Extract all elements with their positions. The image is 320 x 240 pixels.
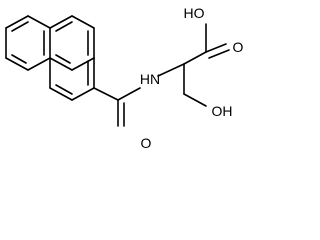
bond [183,93,207,107]
double-bond-inner [55,84,73,95]
naphthalene-ring [5,15,95,101]
bond [5,57,29,71]
double-bond-inner [208,49,230,59]
amide-nitrogen-label: HN [140,71,160,87]
bond [49,15,73,29]
bond [49,57,73,71]
carboxyl-hydroxyl-label: HO [184,5,205,21]
double-bond-inner [55,54,71,64]
bond [117,87,141,101]
bond [71,15,95,29]
double-bond-inner [55,21,73,32]
double-bond-inner [11,21,29,32]
bond [27,57,51,71]
bond [27,15,51,29]
structure-diagram: HO O HN O OH [5,5,244,151]
bond [71,87,95,101]
bond [71,57,95,71]
molecule-canvas: HO O HN O OH [5,5,244,151]
bond [49,87,73,101]
double-bond-inner [11,54,27,64]
bond [183,51,207,65]
bond [93,87,119,101]
bond [5,15,29,29]
amide-oxygen-label: O [141,135,152,151]
bond [205,43,227,53]
carboxyl-oxygen-label: O [233,39,244,55]
bond [157,63,185,77]
amide-group [93,63,185,127]
serine-backbone [183,23,230,107]
side-chain-hydroxyl-label: OH [212,103,233,119]
